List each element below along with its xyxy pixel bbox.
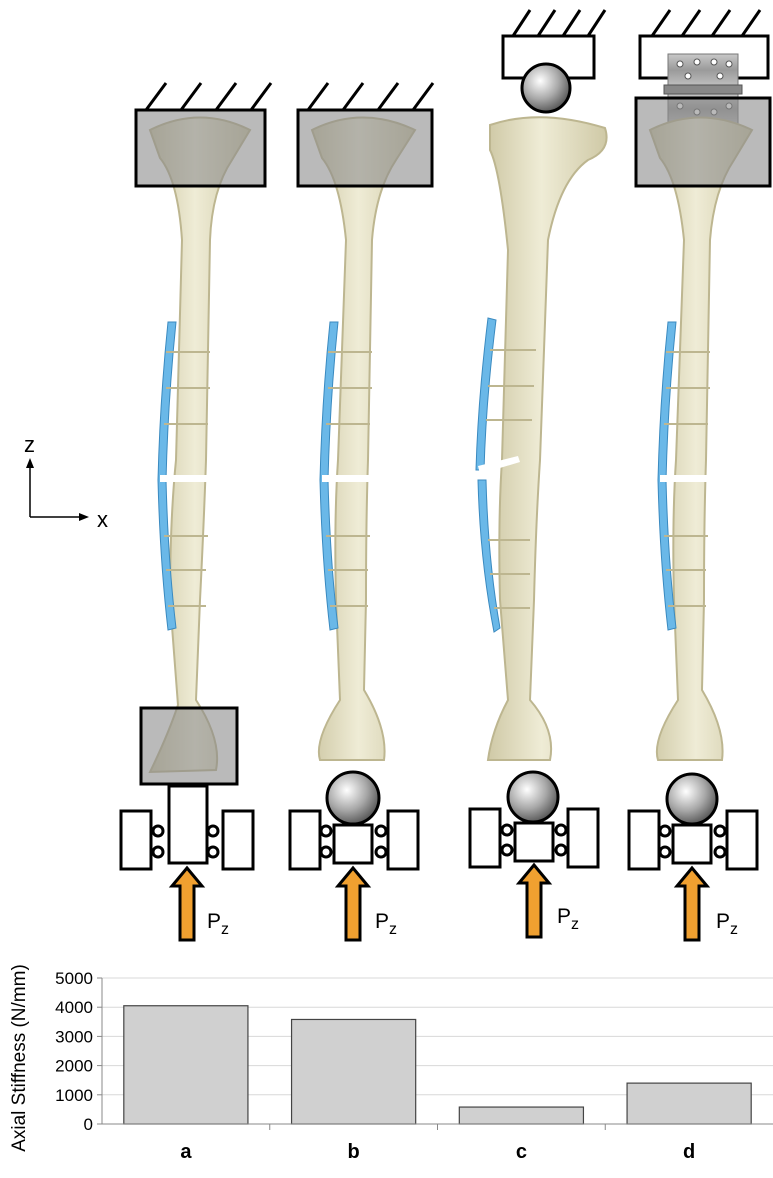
- ground-hatch-icon: [136, 83, 271, 110]
- ground-hatch-icon: [298, 83, 433, 110]
- y-tick-label: 2000: [55, 1057, 93, 1076]
- fracture-gap: [322, 475, 372, 482]
- y-axis-label: Axial Stiffness (N/mm): [9, 964, 30, 1152]
- load-label-sub: z: [389, 921, 397, 938]
- distal-potting: [141, 708, 237, 784]
- ball-joint-icon: [508, 772, 558, 822]
- load-label-sub: z: [730, 921, 738, 938]
- load-arrow-icon: [677, 868, 707, 940]
- fracture-gap: [160, 475, 210, 482]
- proximal-potting: [298, 110, 432, 186]
- bar-b: [292, 1019, 416, 1124]
- panel-b-model: Pz: [290, 83, 433, 940]
- x-category-label: c: [516, 1141, 527, 1163]
- load-label: Pz: [557, 905, 579, 933]
- slider-support: [121, 786, 253, 869]
- ball-joint-icon: [327, 772, 379, 824]
- y-tick-label: 0: [84, 1115, 93, 1134]
- panel-a-model: Pz: [121, 83, 271, 940]
- bone-plate: [476, 318, 500, 632]
- panel-c-model: Pz: [470, 10, 607, 937]
- load-arrow-icon: [338, 868, 368, 940]
- load-label: Pz: [716, 910, 738, 938]
- ground-hatch-icon: [503, 10, 605, 36]
- x-category-label: b: [348, 1141, 360, 1163]
- load-label-main: P: [557, 905, 571, 928]
- proximal-potting: [136, 110, 265, 186]
- y-tick-label: 5000: [55, 969, 93, 988]
- bar-d: [627, 1083, 751, 1124]
- load-label-main: P: [716, 910, 730, 933]
- proximal-potting: [636, 98, 770, 186]
- load-arrow-icon: [172, 868, 202, 940]
- ground-hatch-icon: [640, 10, 768, 36]
- chart-bars: [124, 1006, 751, 1124]
- bar-a: [124, 1006, 248, 1124]
- fracture-gap: [660, 475, 710, 482]
- x-category-label: d: [683, 1141, 695, 1163]
- y-tick-label: 4000: [55, 998, 93, 1017]
- load-label-sub: z: [221, 921, 229, 938]
- panel-d-model: Pz: [629, 10, 770, 940]
- load-arrow-icon: [519, 865, 549, 937]
- z-axis-label: z: [24, 432, 35, 457]
- load-label-sub: z: [571, 916, 579, 933]
- load-label: Pz: [207, 910, 229, 938]
- load-label-main: P: [375, 910, 389, 933]
- bar-c: [459, 1107, 583, 1124]
- load-label-main: P: [207, 910, 221, 933]
- y-tick-label: 3000: [55, 1027, 93, 1046]
- ball-joint-icon: [667, 774, 717, 824]
- ball-joint-icon: [522, 64, 570, 112]
- load-label: Pz: [375, 910, 397, 938]
- x-category-label: a: [180, 1141, 192, 1163]
- y-tick-label: 1000: [55, 1086, 93, 1105]
- axes-indicator: z x: [24, 432, 108, 532]
- x-axis-label: x: [97, 507, 108, 532]
- bone: [488, 117, 607, 760]
- bar-chart: Axial Stiffness (N/mm) 0 1000 2000 3000 4000…: [9, 964, 773, 1163]
